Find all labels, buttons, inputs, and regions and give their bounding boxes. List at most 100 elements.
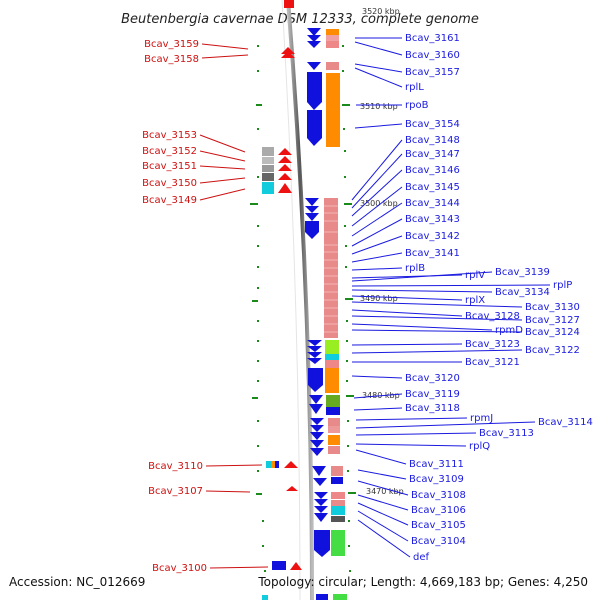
forward-strand-genes bbox=[305, 28, 330, 600]
gene-arrow[interactable] bbox=[278, 173, 292, 180]
genome-backbone bbox=[286, 0, 314, 600]
gene-arrow[interactable] bbox=[278, 164, 292, 171]
gene-arrow[interactable] bbox=[281, 51, 295, 58]
right-gene-label[interactable]: Bcav_3104 bbox=[411, 536, 466, 547]
right-gene-label[interactable]: Bcav_3123 bbox=[465, 339, 520, 350]
right-gene-label[interactable]: rplQ bbox=[469, 441, 490, 452]
left-gene-label[interactable]: Bcav_3150 bbox=[142, 178, 197, 189]
right-gene-label[interactable]: rplP bbox=[553, 280, 572, 291]
right-gene-label[interactable]: Bcav_3121 bbox=[465, 357, 520, 368]
gene-arrow[interactable] bbox=[278, 183, 292, 193]
gene-arrow[interactable] bbox=[310, 440, 324, 448]
right-gene-label[interactable]: Bcav_3139 bbox=[495, 267, 550, 278]
left-gene-label[interactable]: Bcav_3153 bbox=[142, 130, 197, 141]
gene-arrow[interactable] bbox=[307, 358, 322, 364]
left-gene-label[interactable]: Bcav_3152 bbox=[142, 146, 197, 157]
gene-arrow[interactable] bbox=[310, 418, 324, 425]
gene-arrow[interactable] bbox=[316, 594, 328, 600]
gene-arrow[interactable] bbox=[314, 513, 328, 522]
gene-arrow[interactable] bbox=[305, 198, 319, 206]
right-gene-label[interactable]: Bcav_3130 bbox=[525, 302, 580, 313]
right-gene-label[interactable]: Bcav_3146 bbox=[405, 165, 460, 176]
right-gene-label[interactable]: Bcav_3113 bbox=[479, 428, 534, 439]
right-gene-label[interactable]: Bcav_3145 bbox=[405, 182, 460, 193]
right-gene-label[interactable]: Bcav_3122 bbox=[525, 345, 580, 356]
kbp-marker-3510: 3510 kbp bbox=[360, 102, 398, 111]
gene-arrow[interactable] bbox=[309, 404, 323, 414]
gene-arrow[interactable] bbox=[305, 206, 319, 213]
right-gene-label[interactable]: Bcav_3157 bbox=[405, 67, 460, 78]
right-gene-label[interactable]: Bcav_3109 bbox=[409, 474, 464, 485]
right-gene-label[interactable]: Bcav_3124 bbox=[525, 327, 580, 338]
right-gene-label[interactable]: rplV bbox=[465, 270, 485, 281]
right-gene-label[interactable]: rpmJ bbox=[470, 413, 493, 424]
gene-arrow[interactable] bbox=[310, 448, 324, 456]
gene-arrow[interactable] bbox=[307, 110, 322, 146]
gene-arrow[interactable] bbox=[286, 486, 298, 491]
gene-arrow[interactable] bbox=[307, 72, 322, 110]
left-gene-label[interactable]: Bcav_3107 bbox=[148, 486, 203, 497]
left-gene-label[interactable]: Bcav_3149 bbox=[142, 195, 197, 206]
gene-arrow[interactable] bbox=[310, 432, 324, 440]
right-gene-label[interactable]: Bcav_3128 bbox=[465, 311, 520, 322]
gene-arrow[interactable] bbox=[314, 499, 328, 506]
gene-arrow[interactable] bbox=[307, 346, 322, 352]
gene-arrow[interactable] bbox=[312, 466, 326, 476]
left-gene-label[interactable]: Bcav_3100 bbox=[152, 563, 207, 574]
right-gene-label[interactable]: rpoB bbox=[405, 100, 429, 111]
left-gene-label[interactable]: Bcav_3151 bbox=[142, 161, 197, 172]
gene-arrow[interactable] bbox=[307, 28, 321, 36]
right-gene-label[interactable]: rplX bbox=[465, 295, 485, 306]
right-gene-label[interactable]: Bcav_3111 bbox=[409, 459, 464, 470]
gene-arrow[interactable] bbox=[314, 492, 328, 499]
right-gene-label[interactable]: Bcav_3134 bbox=[495, 287, 550, 298]
left-gene-label[interactable]: Bcav_3159 bbox=[144, 39, 199, 50]
right-gene-label[interactable]: Bcav_3161 bbox=[405, 33, 460, 44]
gene-arrow[interactable] bbox=[278, 148, 292, 155]
right-gene-label[interactable]: Bcav_3106 bbox=[411, 505, 466, 516]
gene-arrow[interactable] bbox=[308, 368, 323, 392]
functional-class-blocks bbox=[324, 29, 347, 600]
gene-arrow[interactable] bbox=[278, 156, 292, 163]
right-gene-label[interactable]: Bcav_3120 bbox=[405, 373, 460, 384]
gene-arrow[interactable] bbox=[307, 35, 321, 42]
right-gene-label[interactable]: Bcav_3119 bbox=[405, 389, 460, 400]
gene-arrow[interactable] bbox=[310, 425, 324, 432]
right-gene-label[interactable]: Bcav_3154 bbox=[405, 119, 460, 130]
right-gene-label[interactable]: rplB bbox=[405, 263, 425, 274]
gene-arrow[interactable] bbox=[272, 561, 286, 570]
right-gene-label[interactable]: Bcav_3142 bbox=[405, 231, 460, 242]
right-gene-label[interactable]: rpmD bbox=[495, 325, 523, 336]
right-gene-label[interactable]: Bcav_3148 bbox=[405, 135, 460, 146]
right-gene-label[interactable]: Bcav_3114 bbox=[538, 417, 593, 428]
reverse-strand-genes bbox=[278, 0, 302, 570]
gene-arrow[interactable] bbox=[313, 478, 327, 486]
gene-arrow[interactable] bbox=[307, 41, 321, 48]
left-gene-label[interactable]: Bcav_3158 bbox=[144, 54, 199, 65]
right-gene-label[interactable]: Bcav_3108 bbox=[411, 490, 466, 501]
gene-arrow[interactable] bbox=[307, 352, 322, 358]
gene-arrow[interactable] bbox=[290, 562, 302, 570]
gene-arrow[interactable] bbox=[307, 62, 321, 70]
gene-arrow[interactable] bbox=[281, 47, 295, 54]
backbone-shadow bbox=[281, 0, 301, 600]
right-gene-label[interactable]: Bcav_3141 bbox=[405, 248, 460, 259]
right-gene-label[interactable]: Bcav_3143 bbox=[405, 214, 460, 225]
gene-arrow[interactable] bbox=[284, 0, 294, 8]
right-gene-label[interactable]: def bbox=[413, 552, 430, 563]
right-gene-label[interactable]: rplL bbox=[405, 82, 424, 93]
gene-arrow[interactable] bbox=[309, 395, 323, 404]
right-gene-label[interactable]: Bcav_3118 bbox=[405, 403, 460, 414]
gene-arrow[interactable] bbox=[314, 530, 330, 557]
right-gene-label[interactable]: Bcav_3147 bbox=[405, 149, 460, 160]
gene-arrow[interactable] bbox=[305, 213, 319, 221]
gene-arrow[interactable] bbox=[307, 340, 322, 346]
right-gene-label[interactable]: Bcav_3160 bbox=[405, 50, 460, 61]
gene-arrow[interactable] bbox=[305, 221, 319, 239]
left-gene-label[interactable]: Bcav_3110 bbox=[148, 461, 203, 472]
right-gene-label[interactable]: Bcav_3144 bbox=[405, 198, 460, 209]
gene-arrow[interactable] bbox=[284, 461, 298, 468]
gene-arrow[interactable] bbox=[314, 506, 328, 513]
right-gene-label[interactable]: Bcav_3127 bbox=[525, 315, 580, 326]
right-gene-label[interactable]: Bcav_3105 bbox=[411, 520, 466, 531]
